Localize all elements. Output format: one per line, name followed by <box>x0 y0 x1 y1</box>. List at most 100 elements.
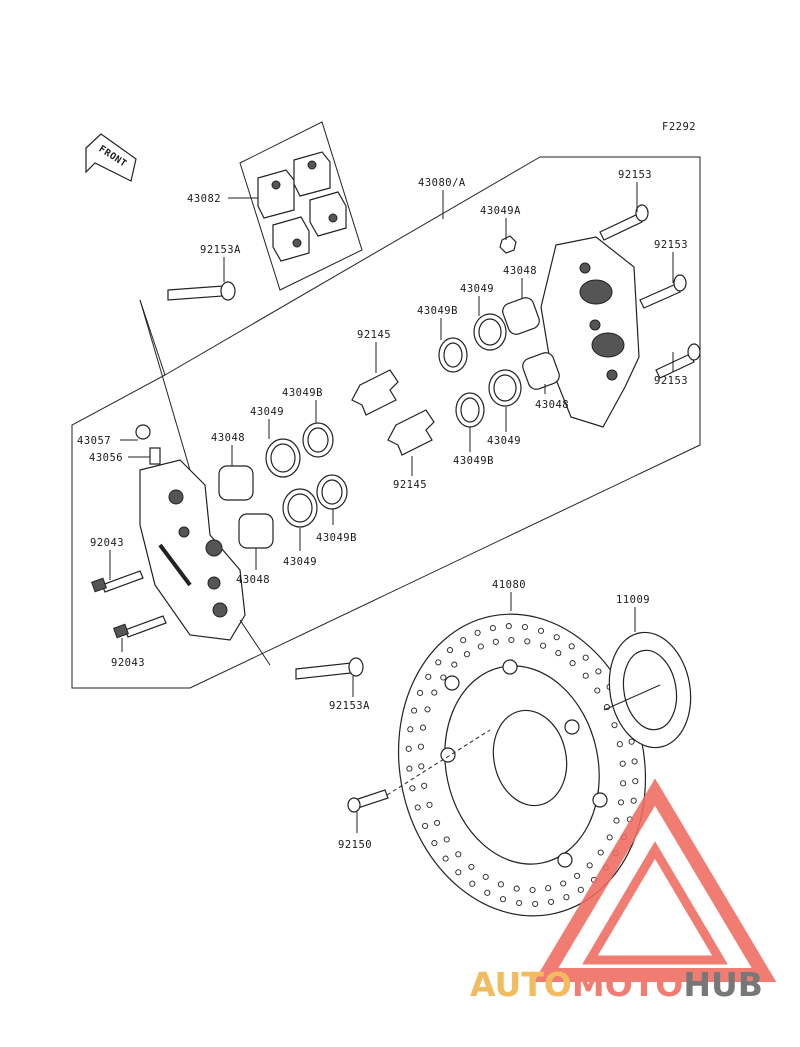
disc-hole <box>545 885 552 892</box>
pistons-right-group <box>438 235 560 428</box>
disc-hole <box>632 778 639 785</box>
label-11009: 11009 <box>616 594 650 606</box>
label-43048-mid: 43048 <box>535 399 569 411</box>
disc-hole <box>446 647 454 654</box>
pistons-left-group <box>218 422 348 549</box>
disc-hole <box>405 745 412 752</box>
disc-hole <box>619 760 626 767</box>
disc-hole <box>460 637 467 644</box>
bolt-92153-3 <box>655 343 701 379</box>
disc-hole <box>451 661 458 668</box>
label-43049-top: 43049 <box>460 283 494 295</box>
disc-hole <box>631 758 638 765</box>
disc-hole <box>620 780 627 787</box>
label-92043-b: 92043 <box>111 657 145 669</box>
label-43049-left2: 43049 <box>283 556 317 568</box>
label-92153-2: 92153 <box>654 239 688 251</box>
disc-hole <box>524 638 531 645</box>
disc-hole <box>594 687 601 694</box>
caliper-outer-half <box>540 236 640 428</box>
disc-hole <box>443 836 450 843</box>
brake-disc <box>397 613 647 917</box>
disc-hole <box>419 724 427 731</box>
watermark-logo: AUTOMOTOHUB <box>470 778 777 1004</box>
label-92145-bottom: 92145 <box>393 479 427 491</box>
disc-hole <box>630 797 637 804</box>
disc-hole <box>529 886 536 894</box>
label-92153-1: 92153 <box>618 169 652 181</box>
disc-hole <box>492 638 499 645</box>
disc-hole <box>532 900 539 907</box>
bolt-92150 <box>347 789 389 813</box>
disc-hole <box>434 819 441 826</box>
bolt-92153A-bottom <box>295 657 364 680</box>
assembly-outline <box>71 156 701 689</box>
front-arrow-icon: FRONT <box>85 133 137 182</box>
leader-lines <box>109 182 674 833</box>
label-43048-left2: 43048 <box>236 574 270 586</box>
disc-hole <box>521 623 528 631</box>
brake-pad-set <box>239 121 363 291</box>
bleeder-cap-43057 <box>135 424 151 440</box>
bolt-92043-a <box>91 570 144 593</box>
disc-hole <box>414 804 421 811</box>
assembly-outline-edge <box>164 156 541 376</box>
label-43049B-left1: 43049B <box>282 387 323 399</box>
label-43048-left1: 43048 <box>211 432 245 444</box>
label-43082: 43082 <box>187 193 221 205</box>
disc-mount-holes <box>440 659 608 868</box>
label-92043-a: 92043 <box>90 537 124 549</box>
disc-hole <box>442 855 449 862</box>
disc-hole <box>425 673 432 680</box>
label-43049A: 43049A <box>480 205 521 217</box>
label-43049-left1: 43049 <box>250 406 284 418</box>
disc-hole <box>568 643 575 650</box>
disc-hole <box>574 872 581 879</box>
label-43049B-top: 43049B <box>417 305 458 317</box>
disc-hole <box>418 763 425 770</box>
disc-hole <box>431 689 438 696</box>
disc-hole <box>407 726 414 733</box>
disc-hole <box>597 849 604 856</box>
disc-hole <box>563 894 570 901</box>
disc-hole <box>613 817 620 824</box>
label-92153A-bottom: 92153A <box>329 700 370 712</box>
disc-hole <box>482 873 489 880</box>
label-92153-3: 92153 <box>654 375 688 387</box>
disc-hole <box>484 889 491 896</box>
disc-hole <box>455 851 462 858</box>
disc-hole <box>497 881 504 888</box>
bolts <box>91 204 701 813</box>
watermark-text: AUTOMOTOHUB <box>470 965 763 1004</box>
disc-hole <box>421 782 428 789</box>
disc-hole <box>468 863 475 870</box>
disc-hole <box>469 880 476 887</box>
disc-hole <box>477 643 484 650</box>
label-92150: 92150 <box>338 839 372 851</box>
disc-hole <box>406 765 413 772</box>
disc-hole <box>537 627 545 634</box>
disc-hole <box>560 880 567 887</box>
disc-hole <box>505 623 512 630</box>
bolt-92153A-top <box>167 281 236 301</box>
disc-hole <box>440 674 447 681</box>
bleeder-43056 <box>149 447 161 465</box>
disc-hole <box>577 886 584 893</box>
label-43080A: 43080/A <box>418 177 466 189</box>
label-43049B-mid: 43049B <box>453 455 494 467</box>
disc-hole <box>431 840 438 847</box>
disc-hole <box>417 689 424 696</box>
label-43057: 43057 <box>77 435 111 447</box>
disc-hole <box>489 625 496 632</box>
label-43049-mid: 43049 <box>487 435 521 447</box>
watermark-triangle-icon <box>533 778 777 982</box>
disc-hole <box>540 642 547 649</box>
disc-hole <box>553 634 560 641</box>
disc-hole <box>513 885 520 892</box>
pad-springs <box>351 369 435 456</box>
disc-hole <box>606 834 613 841</box>
disc-hole <box>409 785 416 792</box>
figure-code: F2292 <box>662 121 696 133</box>
disc-hole <box>474 629 481 636</box>
